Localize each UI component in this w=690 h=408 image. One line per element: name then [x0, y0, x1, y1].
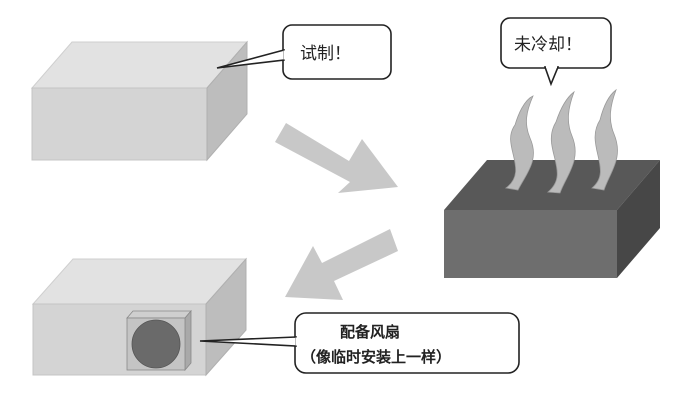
callout-uncooled-pointer	[543, 66, 560, 87]
callout-trial-text: 试制！	[300, 44, 351, 64]
callout-uncooled-text: 未冷却！	[514, 35, 582, 55]
trial-box-side	[206, 40, 248, 162]
trial-box	[30, 40, 249, 162]
callout-fan: 配备风扇 （像临时安装上一样）	[199, 312, 520, 374]
heat-vapor	[505, 88, 618, 194]
callout-trial: 试制！	[216, 24, 392, 80]
fan-circle	[131, 319, 181, 369]
trial-box-front	[31, 87, 208, 161]
callout-uncooled: 未冷却！	[500, 17, 612, 87]
uncooled-box	[444, 160, 660, 278]
uncooled-box-side	[617, 160, 660, 278]
fan-box-side	[205, 257, 247, 377]
uncooled-box-front	[444, 210, 617, 278]
vapor-ribbon-2	[546, 90, 576, 194]
vapor-ribbon-3	[591, 88, 618, 191]
arrow-to-fan	[285, 229, 398, 300]
callout-fan-text-line2: （像临时安装上一样）	[301, 348, 451, 366]
callout-fan-text-line1: 配备风扇	[340, 323, 400, 341]
fan-box	[31, 257, 248, 377]
fan-frame-side	[184, 309, 192, 372]
arrow-to-uncooled	[275, 123, 398, 193]
fan-unit	[126, 309, 192, 372]
fan-frame-top	[126, 310, 192, 319]
vapor-ribbon-1	[505, 95, 534, 191]
